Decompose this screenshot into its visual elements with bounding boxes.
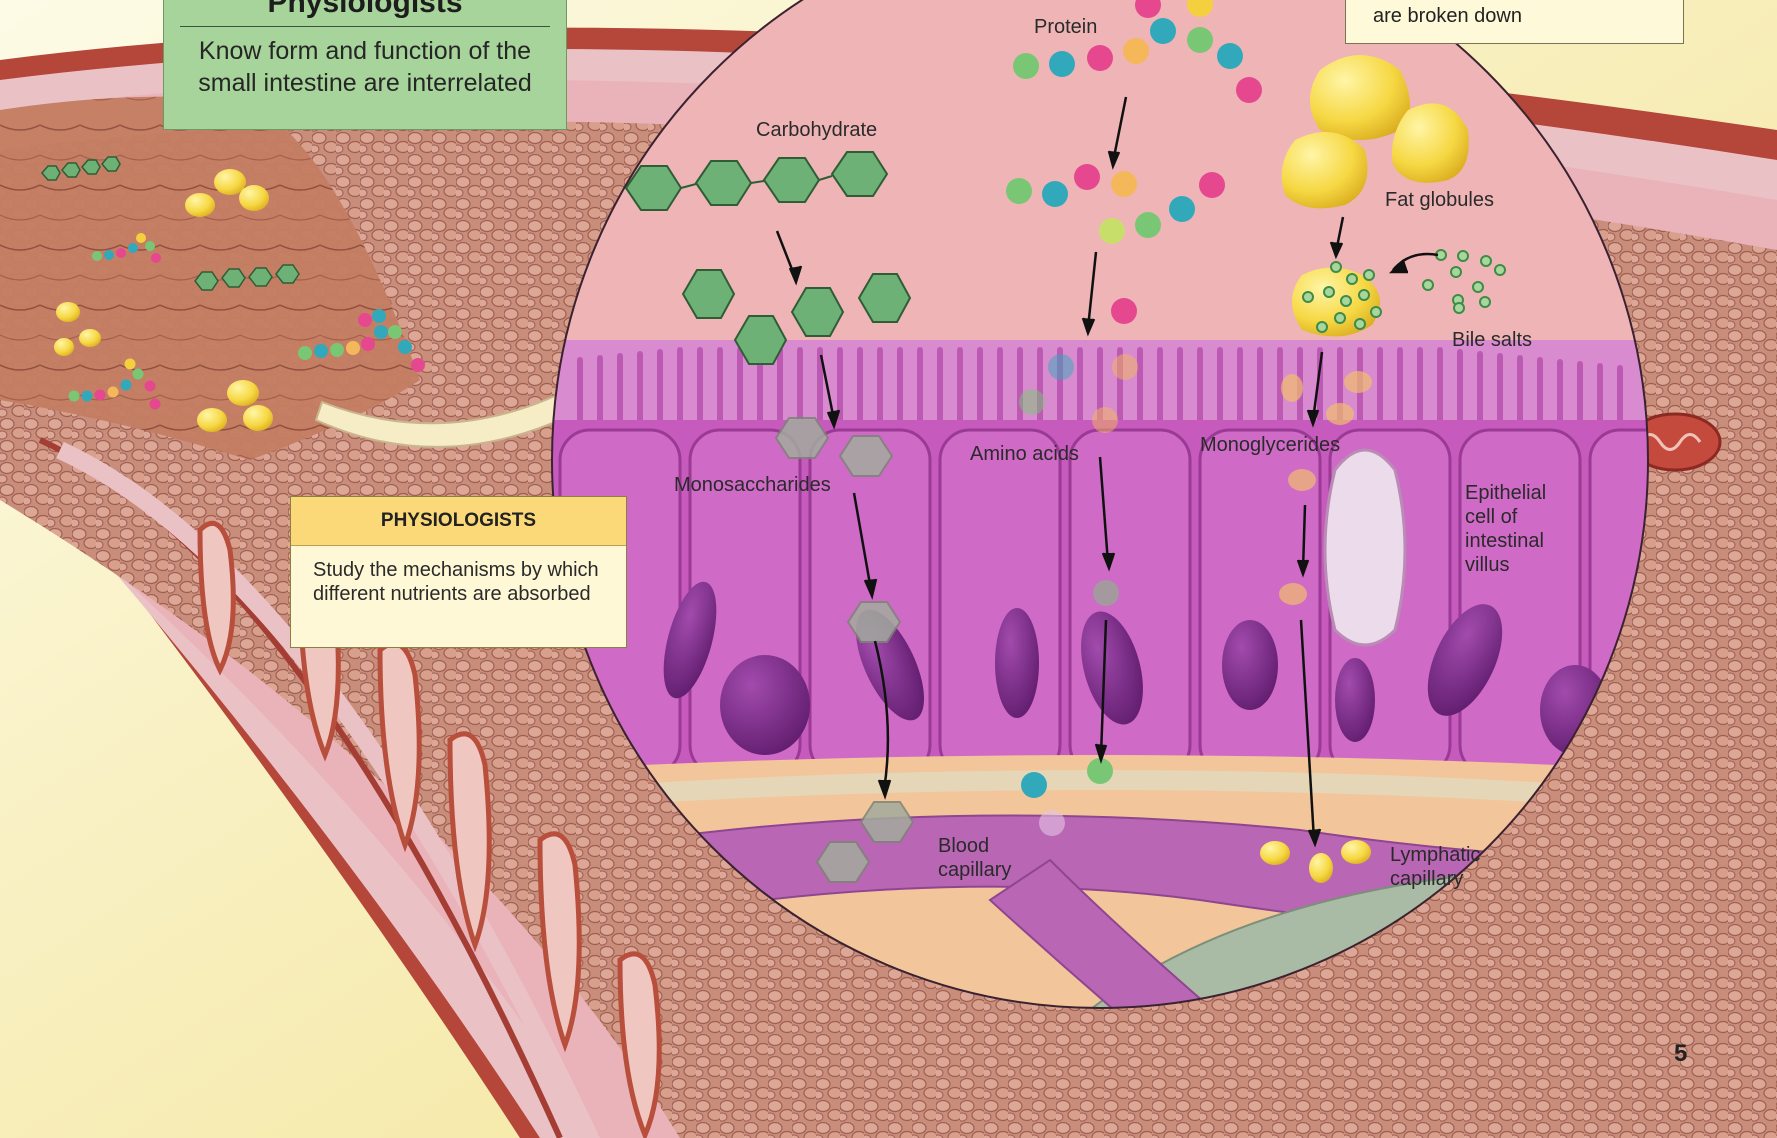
label-epithelial-line-1: Epithelial [1465, 482, 1546, 504]
label-monosaccharides: Monosaccharides [674, 474, 831, 496]
title-divider [180, 26, 550, 27]
label-epithelial-line-4: villus [1465, 554, 1509, 576]
label-blood-capillary-line-2: capillary [938, 859, 1011, 881]
physiologists-note-heading: PHYSIOLOGISTS [291, 497, 626, 546]
label-amino-acids: Amino acids [970, 443, 1079, 465]
physiologists-title: Physiologists [164, 0, 566, 21]
label-protein: Protein [1034, 16, 1097, 38]
label-epithelial-line-3: intestinal [1465, 530, 1544, 552]
label-blood-capillary-line-1: Blood [938, 835, 989, 857]
physiologists-note-box: PHYSIOLOGISTS Study the mechanisms by wh… [290, 496, 627, 648]
label-bile-salts: Bile salts [1452, 329, 1532, 351]
top-note-box: are broken down [1345, 0, 1684, 44]
page-number: 5 [1674, 1040, 1687, 1068]
label-monoglycerides: Monoglycerides [1200, 434, 1340, 456]
label-epithelial-line-2: cell of [1465, 506, 1518, 528]
physiologists-title-box: Physiologists Know form and function of … [163, 0, 567, 130]
label-lymphatic-capillary-line-1: Lymphatic [1390, 844, 1480, 866]
physiologists-note-text: Study the mechanisms by which different … [291, 546, 626, 606]
physiologists-title-text: Know form and function of the small inte… [164, 35, 566, 99]
label-fat-globules: Fat globules [1385, 189, 1494, 211]
label-carbohydrate: Carbohydrate [756, 119, 877, 141]
label-lymphatic-capillary-line-2: capillary [1390, 868, 1463, 890]
